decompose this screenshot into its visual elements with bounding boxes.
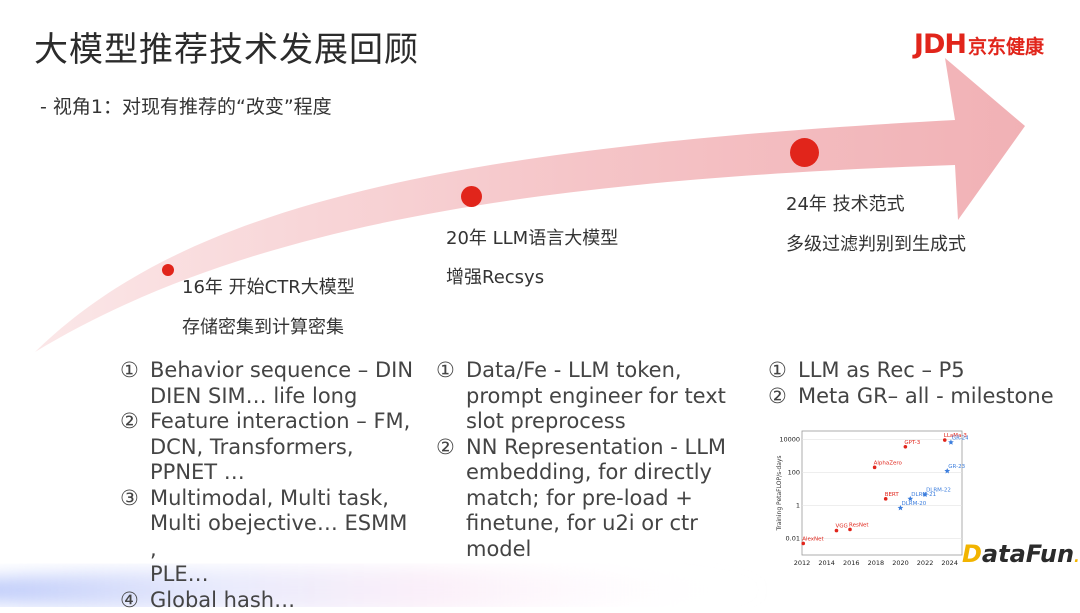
- milestone-2024-title: 24年 技术范式: [786, 190, 905, 216]
- point-label: BERT: [885, 492, 900, 498]
- datafun-logo-dot: .: [1074, 550, 1079, 566]
- milestone-dot-2024: [790, 138, 819, 167]
- milestone-2016-desc: 存储密集到计算密集: [182, 313, 344, 339]
- item-text: Feature interaction – FM, DCN, Transform…: [150, 409, 410, 486]
- point-label: VGG: [835, 524, 847, 530]
- y-tick-label: 10000: [779, 435, 800, 443]
- page-subtitle: - 视角1：对现有推荐的“改变”程度: [40, 92, 332, 119]
- item-number: ②: [120, 409, 150, 486]
- item-text: Meta GR– all - milestone: [798, 384, 1054, 410]
- item-text: Behavior sequence – DIN DIEN SIM… life l…: [150, 358, 413, 409]
- logo-mark: JDH: [914, 29, 966, 60]
- x-tick-label: 2022: [917, 559, 934, 567]
- milestone-2020-desc: 增强Recsys: [446, 263, 544, 289]
- item-number: ①: [768, 358, 798, 384]
- point-label: ResNet: [849, 522, 869, 528]
- item-text: Global hash…: [150, 588, 295, 613]
- point-label: AlexNet: [802, 536, 824, 542]
- item-text: Data/Fe - LLM token, prompt engineer for…: [466, 358, 726, 435]
- x-tick-label: 2014: [818, 559, 835, 567]
- datafun-logo-rest: ataFun: [982, 540, 1074, 568]
- x-tick-label: 2016: [843, 559, 860, 567]
- logo-name: 京东健康: [968, 32, 1044, 59]
- item-text: NN Representation - LLM embedding, for d…: [466, 435, 726, 563]
- x-tick-label: 2018: [868, 559, 885, 567]
- item-text: Multimodal, Multi task, Multi obejective…: [150, 486, 420, 588]
- point-label: DLRM-20: [901, 501, 926, 507]
- milestone-2020-title: 20年 LLM语言大模型: [446, 224, 618, 250]
- y-axis-label: Training PetaFLOP/s-days: [776, 455, 783, 531]
- jdh-logo: JDH 京东健康: [914, 30, 1044, 60]
- item-number: ①: [436, 358, 466, 435]
- point-label: DLRM-22: [926, 488, 951, 494]
- milestone-2024-desc: 多级过滤判别到生成式: [786, 230, 966, 256]
- datafun-logo-d: D: [962, 540, 982, 568]
- item-number: ②: [768, 384, 798, 410]
- milestone-dot-2020: [461, 186, 482, 207]
- item-number: ①: [120, 358, 150, 409]
- point-label: GPT-3: [904, 440, 920, 446]
- datafun-logo: DataFun.: [962, 540, 1079, 568]
- point-label: GR-24: [952, 435, 968, 441]
- milestone-2016-title: 16年 开始CTR大模型: [182, 273, 355, 299]
- x-axis-ticks: 2012 2014 2016 2018 2020 2022 2024: [794, 559, 958, 567]
- item-number: ②: [436, 435, 466, 563]
- page-title: 大模型推荐技术发展回顾: [34, 22, 419, 71]
- milestone-dot-2016: [162, 264, 174, 276]
- item-text: LLM as Rec – P5: [798, 358, 965, 384]
- point-label: GR-23: [948, 464, 965, 470]
- item-number: ③: [120, 486, 150, 588]
- point-label: AlphaZero: [874, 460, 903, 466]
- y-tick-label: 0.01: [786, 534, 800, 542]
- x-tick-label: 2024: [941, 559, 958, 567]
- y-tick-label: 1: [796, 501, 800, 509]
- item-number: ④: [120, 588, 150, 613]
- y-tick-label: 100: [788, 468, 800, 476]
- x-tick-label: 2020: [892, 559, 909, 567]
- x-tick-label: 2012: [794, 559, 811, 567]
